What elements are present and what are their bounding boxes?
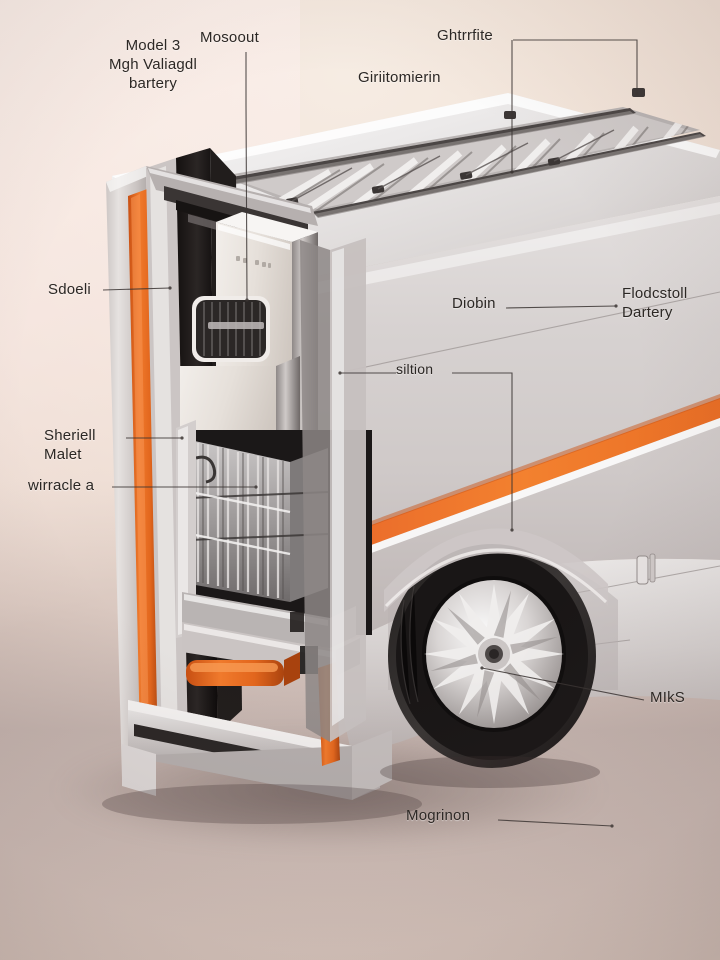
inverter-vent-window: [192, 296, 270, 362]
label-wirracle-a[interactable]: wirracle a: [28, 476, 128, 495]
roof-rail-rear: [312, 132, 706, 218]
label-ghtrrtite[interactable]: Ghtrrfite: [437, 26, 527, 45]
front-corner-column: [300, 238, 366, 742]
label-sheriell-malet[interactable]: Sheriell Malet: [44, 426, 134, 464]
label-siltion[interactable]: siltion: [396, 360, 456, 378]
label-sdoeli[interactable]: Sdoeli: [48, 280, 118, 299]
roof-rail-front: [226, 108, 636, 185]
lower-tray-assembly: [182, 592, 360, 686]
door-handle: [636, 553, 656, 585]
label-mosoout[interactable]: Mosoout: [200, 28, 300, 47]
label-diobin[interactable]: Diobin: [452, 294, 522, 313]
label-mogrinon[interactable]: Mogrinon: [406, 806, 506, 825]
label-giriitomierin[interactable]: Giriitomierin: [358, 68, 478, 87]
sill-beam: [122, 662, 392, 800]
label-mks[interactable]: MIkS: [650, 688, 710, 707]
label-model3-high-voltage-battery[interactable]: Model 3 Mgh Valiagdl bartery: [88, 36, 218, 93]
body-accent-stripe: [330, 394, 720, 568]
label-flodcstoll-dartery[interactable]: Flodcstoll Dartery: [622, 284, 720, 322]
hv-busbar: [186, 652, 300, 686]
